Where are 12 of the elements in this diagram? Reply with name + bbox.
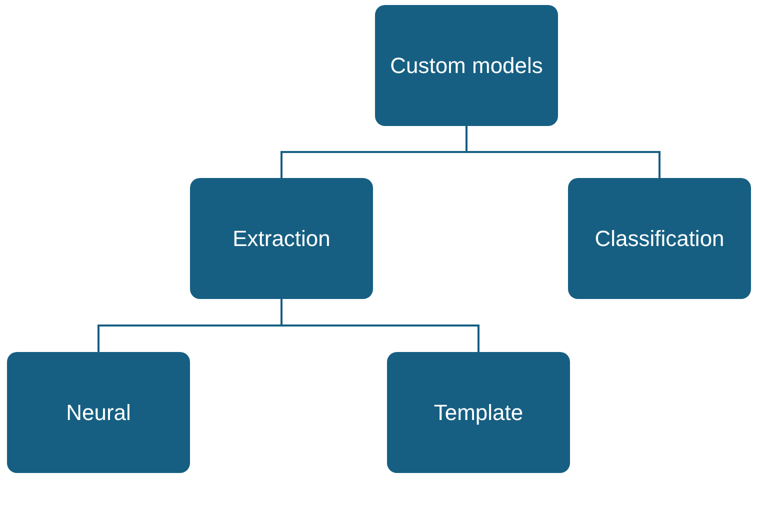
category-box: [387, 352, 570, 473]
category-box: [568, 178, 751, 299]
node-label: Template: [434, 398, 524, 426]
category-box: [7, 352, 190, 473]
node-label: Classification: [594, 224, 724, 252]
node-label: Extraction: [232, 224, 330, 252]
connector-line: [466, 126, 660, 178]
node-label: Neural: [66, 398, 131, 426]
connector-line: [280, 299, 480, 352]
category-box: [190, 178, 373, 299]
node-label: Custom models: [390, 52, 543, 80]
category-box: [375, 5, 558, 126]
